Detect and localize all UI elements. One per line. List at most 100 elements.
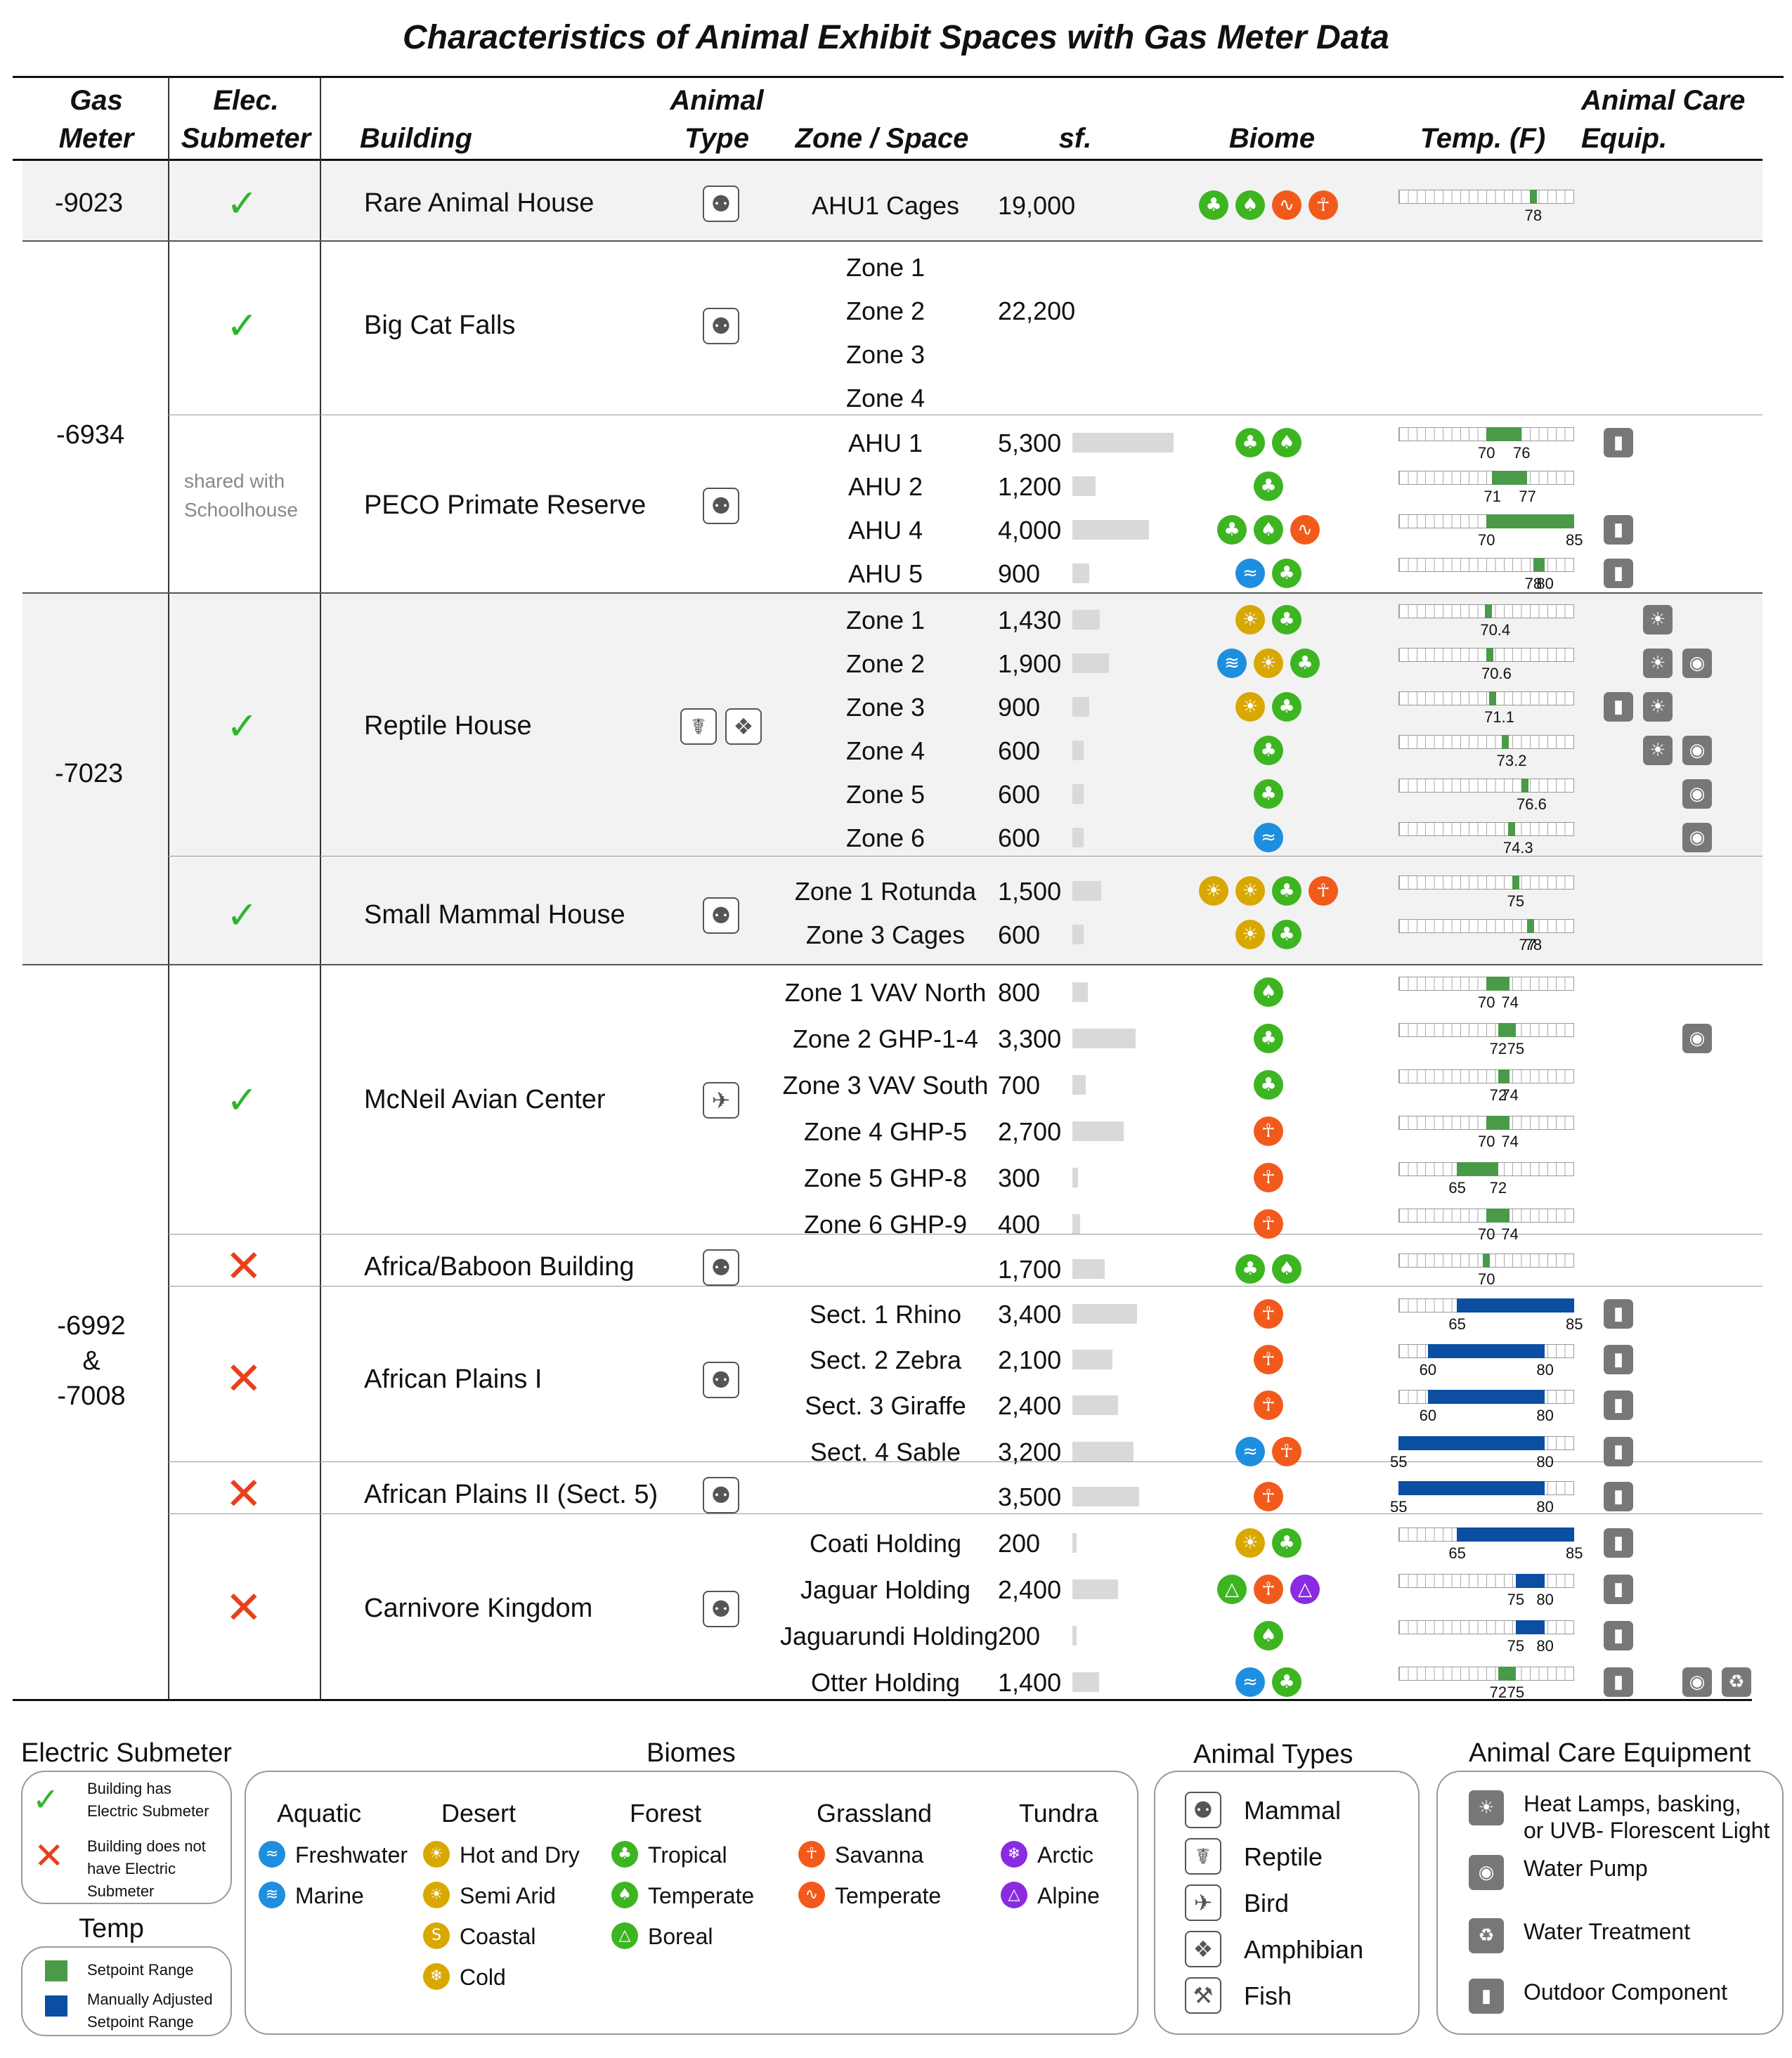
legend-biome-label: Hot and Dry [460,1842,580,1868]
legend-biome-label: Marine [295,1883,364,1908]
temp-label: 75 [1507,1637,1525,1655]
sf-bar [1072,1214,1080,1234]
biome-dS-icon: ☀ [1235,876,1265,906]
legend-elec-has: Building has Electric Submeter [87,1780,209,1820]
sf-value: 1,200 [998,472,1062,501]
biome-gS-icon: ☥ [1254,1391,1283,1420]
biome-gS-icon: ☥ [1309,190,1338,220]
temp-label: 55 [1390,1453,1408,1471]
sf-value: 600 [998,780,1041,809]
zone-name: Zone 3 [845,693,926,722]
biome-fT-icon: ♣ [1272,559,1301,588]
temp-scale [1398,1023,1574,1037]
biome-gT-icon: ∿ [798,1882,825,1908]
biome-gS-icon: ☥ [1309,876,1338,906]
equip-treat-icon: ♻ [1722,1667,1751,1697]
legend-setpoint-label: Setpoint Range [87,1961,194,1979]
legend-biome-label: Coastal [460,1924,536,1949]
equip-out-icon: ▮ [1604,1667,1633,1697]
biome-aM-icon: ≋ [1217,649,1247,678]
legend-temp-title: Temp [79,1914,144,1943]
biome-aM-icon: ≋ [259,1882,285,1908]
separator-6934 [22,592,1762,594]
temp-label: 74 [1501,1133,1519,1150]
temp-label: 72 [1489,1179,1507,1197]
legend-elec-hasnot: Building does not have Electric Submeter [87,1837,206,1900]
separator-baboon [168,1286,1762,1287]
equip-pump-icon: ◉ [1682,649,1712,678]
temp-range-bar [1483,1253,1490,1268]
temp-label: 74 [1501,1225,1519,1243]
header-temp: Temp. (F) [1420,123,1546,154]
no-electric-submeter-icon: ✕ [225,1241,263,1293]
biome-fT-icon: ♣ [611,1841,638,1868]
biome-fT-icon: ♣ [1272,605,1301,634]
legend-biome-label: Freshwater [295,1842,408,1868]
biome-fTe-icon: ♠ [1272,428,1301,457]
biome-dH-icon: ☀ [423,1841,450,1868]
mammal-icon: ⚉ [1185,1792,1221,1828]
temp-range-bar [1529,190,1537,204]
zone-name: Sect. 2 Zebra [809,1346,962,1374]
sf-bar [1072,564,1090,583]
biome-gT-icon: ∿ [1272,190,1301,220]
legend-biome-group: Aquatic [277,1799,362,1828]
temp-range-bar [1486,977,1510,991]
sf-bar [1072,982,1088,1002]
zone-name: Zone 4 [845,736,926,765]
legend-biomes-title: Biomes [647,1738,736,1768]
equip-heat-icon: ☀ [1643,605,1673,634]
legend-temp-box [21,1946,232,2036]
temp-range-bar [1457,1528,1574,1542]
legend-biome-label: Semi Arid [460,1883,556,1908]
biome-dH-icon: ☀ [1235,920,1265,949]
separator-reptile [168,856,1762,857]
sf-bar [1072,610,1100,630]
biome-gS-icon: ☥ [1272,1437,1301,1466]
equip-pump-icon: ◉ [1682,736,1712,765]
temp-label: 80 [1536,575,1554,592]
equip-out-icon: ▮ [1604,1575,1633,1604]
temp-label: 76.6 [1517,795,1547,813]
col-divider-gas [168,77,169,1700]
zone-name: AHU1 Cages [811,191,960,220]
temp-label: 60 [1419,1361,1437,1379]
sf-bar [1072,881,1101,901]
equip-heat-icon: ☀ [1643,692,1673,722]
biome-fT-icon: ♣ [1272,692,1301,722]
temp-label: 80 [1536,1453,1554,1471]
sf-bar [1072,1350,1113,1369]
mammal-icon: ⚉ [703,1249,739,1286]
sf-bar [1072,1168,1079,1187]
separator-plains2 [168,1513,1762,1514]
equip-out-icon: ▮ [1604,1528,1633,1558]
legend-equip-label: Heat Lamps, basking, or UVB- Florescent … [1524,1791,1770,1843]
temp-range-bar [1427,1344,1545,1358]
sf-bar [1072,697,1090,717]
temp-label: 75 [1507,1591,1525,1608]
biome-tA-icon: △ [1001,1882,1027,1908]
biome-dH-icon: ☀ [1235,605,1265,634]
temp-label: 65 [1448,1179,1466,1197]
sf-value: 5,300 [998,429,1062,457]
equip-out-icon: ▮ [1604,1482,1633,1511]
sf-value: 1,400 [998,1668,1062,1697]
sf-value: 600 [998,920,1041,949]
zone-name: Zone 6 [845,823,926,852]
biome-dS-icon: ☀ [423,1882,450,1908]
temp-label: 75 [1507,892,1525,910]
biome-dCo-icon: ❄ [423,1963,450,1990]
temp-label: 74 [1501,994,1519,1011]
header-bottom-rule [13,159,1762,161]
temp-range-bar [1492,471,1528,485]
temp-label: 65 [1448,1315,1466,1333]
zone-name: Zone 2 [845,649,926,678]
legend-equip-label: Water Treatment [1524,1919,1691,1944]
sf-value: 3,200 [998,1438,1062,1466]
zone-name: Otter Holding [810,1668,961,1697]
no-electric-submeter-icon: ✕ [225,1468,263,1520]
temp-scale [1398,1667,1574,1681]
zone-name: Zone 6 GHP-9 [803,1210,968,1239]
equip-heat-icon: ☀ [1643,736,1673,765]
equip-out-icon: ▮ [1604,428,1633,457]
